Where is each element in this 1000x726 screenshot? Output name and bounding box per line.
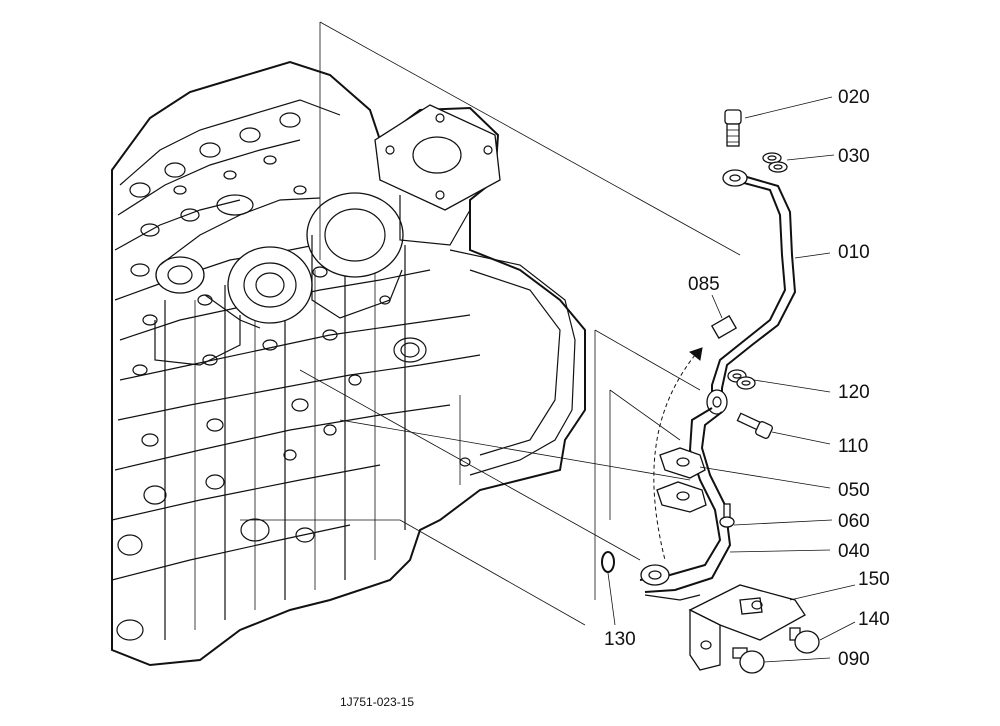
oil-pipe-010 <box>706 169 797 415</box>
callout-040: 040 <box>838 541 870 562</box>
bolt-090 <box>732 647 765 674</box>
bolt-140 <box>789 627 820 654</box>
callout-leaders <box>607 96 856 663</box>
projection-lines <box>240 21 741 626</box>
callout-020: 020 <box>838 87 870 108</box>
o-ring-130 <box>601 551 615 573</box>
washers-030 <box>762 152 788 173</box>
drawing-reference: 1J751-023-15 <box>340 695 414 709</box>
callout-085: 085 <box>688 274 720 295</box>
oil-pipe-040 <box>639 407 732 601</box>
exhaust-flange <box>374 104 501 246</box>
callout-120: 120 <box>838 382 870 403</box>
callout-130: 130 <box>604 629 636 650</box>
turbocharger <box>154 192 404 366</box>
callout-010: 010 <box>838 242 870 263</box>
callout-030: 030 <box>838 146 870 167</box>
bolt-060 <box>719 503 735 528</box>
callout-140: 140 <box>858 609 890 630</box>
flow-arrowhead <box>688 347 703 361</box>
callout-050: 050 <box>838 480 870 501</box>
callout-labels: 020 030 010 085 120 110 050 060 040 150 … <box>604 87 890 670</box>
callout-150: 150 <box>858 569 890 590</box>
engine-block <box>111 60 586 667</box>
gaskets-050 <box>656 447 707 513</box>
bracket-150 <box>688 584 806 671</box>
washers-120 <box>727 369 756 390</box>
flow-arrow <box>653 354 696 561</box>
callout-060: 060 <box>838 511 870 532</box>
bolt-110 <box>736 412 773 439</box>
bolt-020 <box>724 109 742 147</box>
callout-110: 110 <box>838 436 868 457</box>
callout-090: 090 <box>838 649 870 670</box>
